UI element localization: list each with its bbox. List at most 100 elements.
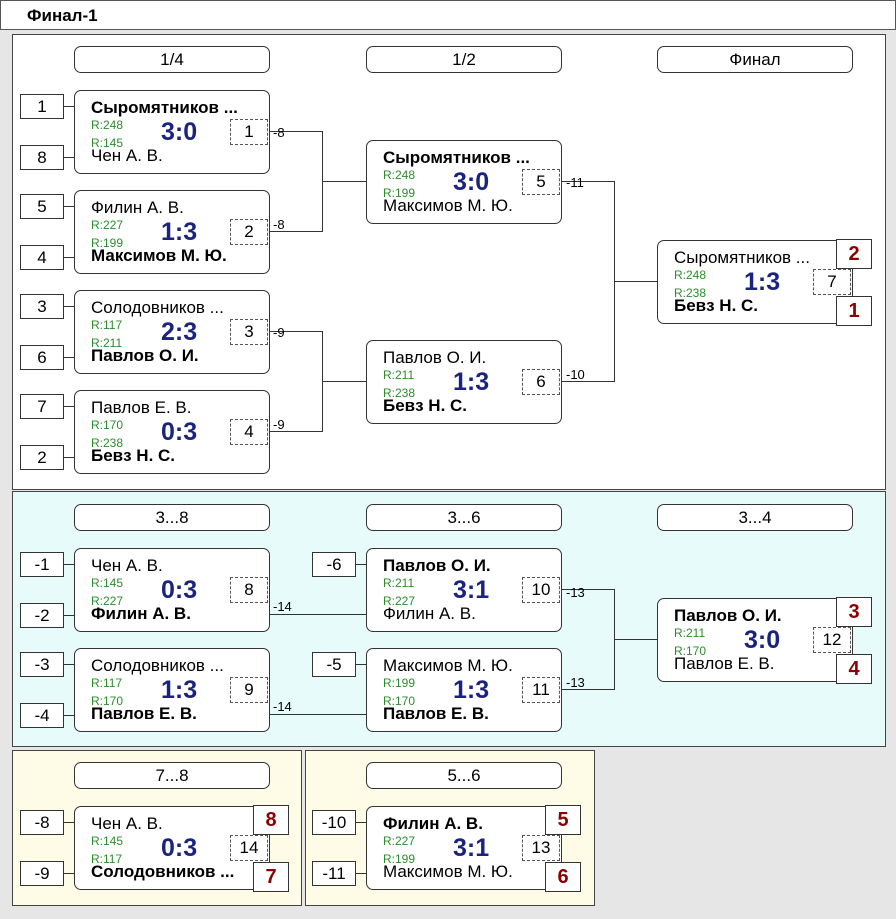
player-1-name: Чен А. В. (91, 814, 163, 833)
connector-line (269, 131, 322, 132)
round-header-3-8: 3...8 (74, 504, 270, 531)
match-score: 0:3 (161, 576, 198, 604)
player-1-name: Павлов О. И. (383, 556, 491, 575)
match-card-final[interactable]: Сыромятников ... R:248 R:238 1:3 Бевз Н.… (657, 240, 853, 324)
match-number: 8 (230, 577, 268, 603)
player-1-name: Солодовников ... (91, 656, 224, 675)
loser-label: -14 (273, 599, 292, 614)
match-number: 7 (813, 269, 851, 295)
player-1-name: Филин А. В. (383, 814, 483, 833)
match-number: 10 (522, 577, 560, 603)
match-score: 0:3 (161, 418, 198, 446)
player-1-name: Павлов О. И. (674, 606, 782, 625)
match-score: 3:0 (161, 118, 198, 146)
match-card[interactable]: Филин А. В. R:227 R:199 1:3 Максимов М. … (74, 190, 270, 274)
player-1-rating: R:117 (91, 676, 123, 690)
match-score: 3:0 (744, 626, 781, 654)
loser-label: -11 (566, 175, 584, 190)
player-1-name: Павлов О. И. (383, 348, 487, 367)
player-1-rating: R:248 (674, 268, 707, 282)
loser-label: -9 (273, 325, 285, 340)
seed-box: -9 (20, 861, 64, 886)
player-1-rating: R:211 (674, 626, 706, 640)
place-badge: 8 (253, 805, 289, 835)
connector-line (356, 564, 366, 565)
loser-label: -9 (273, 417, 285, 432)
match-card[interactable]: Павлов Е. В. R:170 R:238 0:3 Бевз Н. С. … (74, 390, 270, 474)
connector-line (614, 281, 657, 282)
match-card[interactable]: Павлов О. И. R:211 R:238 1:3 Бевз Н. С. … (366, 340, 562, 424)
player-1-name: Чен А. В. (91, 556, 163, 575)
player-2-rating: R:238 (91, 436, 124, 450)
connector-line (561, 181, 614, 182)
seed-box: -2 (20, 603, 64, 628)
player-1-name: Сыромятников ... (674, 248, 810, 267)
player-2-name: Бевз Н. С. (674, 296, 759, 315)
match-number: 4 (230, 419, 268, 445)
place-badge: 2 (836, 239, 872, 269)
loser-label: -10 (566, 367, 585, 382)
seed-box: 7 (20, 394, 64, 419)
match-card[interactable]: Павлов О. И. R:211 R:227 3:1 Филин А. В.… (366, 548, 562, 632)
seed-box: 5 (20, 194, 64, 219)
match-number: 11 (522, 677, 560, 703)
player-1-rating: R:248 (383, 168, 416, 182)
seed-box: -5 (312, 652, 356, 677)
match-card-3rd-place[interactable]: Павлов О. И. R:211 R:170 3:0 Павлов Е. В… (657, 598, 853, 682)
connector-line (561, 689, 614, 690)
connector-line (356, 873, 366, 874)
match-card[interactable]: Максимов М. Ю. R:199 R:170 1:3 Павлов Е.… (366, 648, 562, 732)
place-badge: 7 (253, 862, 289, 892)
connector-line (269, 331, 322, 332)
loser-label: -8 (273, 125, 285, 140)
match-card[interactable]: Солодовников ... R:117 R:211 2:3 Павлов … (74, 290, 270, 374)
title-bar (0, 0, 896, 30)
connector-line (269, 431, 322, 432)
player-1-name: Филин А. В. (91, 198, 184, 217)
seed-box: 3 (20, 294, 64, 319)
player-1-name: Сыромятников ... (383, 148, 530, 167)
connector-line (356, 664, 366, 665)
match-card-7th-place[interactable]: Чен А. В. R:145 R:117 0:3 Солодовников .… (74, 806, 270, 890)
player-2-name: Павлов Е. В. (674, 654, 775, 673)
player-1-name: Максимов М. Ю. (383, 656, 513, 675)
player-2-name: Бевз Н. С. (91, 446, 176, 465)
match-number: 13 (522, 835, 560, 861)
loser-label: -8 (273, 217, 285, 232)
match-score: 1:3 (744, 268, 781, 296)
match-number: 9 (230, 677, 268, 703)
connector-line (561, 589, 614, 590)
match-number: 6 (522, 369, 560, 395)
match-score: 0:3 (161, 834, 198, 862)
match-card[interactable]: Сыромятников ... R:248 R:145 3:0 Чен А. … (74, 90, 270, 174)
round-header-semifinal: 1/2 (366, 46, 562, 73)
connector-line (269, 714, 366, 715)
player-2-name: Чен А. В. (91, 146, 163, 165)
match-score: 2:3 (161, 318, 198, 346)
loser-label: -14 (273, 699, 292, 714)
match-card[interactable]: Чен А. В. R:145 R:227 0:3 Филин А. В. 8 (74, 548, 270, 632)
player-2-rating: R:227 (91, 594, 124, 608)
player-1-rating: R:248 (91, 118, 124, 132)
player-2-name: Павлов Е. В. (91, 704, 197, 723)
match-card-5th-place[interactable]: Филин А. В. R:227 R:199 3:1 Максимов М. … (366, 806, 562, 890)
player-2-rating: R:170 (674, 644, 707, 658)
seed-box: 6 (20, 345, 64, 370)
player-1-name: Павлов Е. В. (91, 398, 192, 417)
player-2-rating: R:238 (383, 386, 416, 400)
round-header-3-6: 3...6 (366, 504, 562, 531)
player-1-rating: R:227 (91, 218, 124, 232)
match-card[interactable]: Солодовников ... R:117 R:170 1:3 Павлов … (74, 648, 270, 732)
match-score: 1:3 (453, 368, 490, 396)
player-2-name: Филин А. В. (91, 604, 191, 623)
player-2-rating: R:117 (91, 852, 123, 866)
player-1-rating: R:117 (91, 318, 123, 332)
player-1-rating: R:199 (383, 676, 416, 690)
match-card[interactable]: Сыромятников ... R:248 R:199 3:0 Максимо… (366, 140, 562, 224)
place-badge: 3 (836, 597, 872, 627)
connector-line (322, 381, 366, 382)
connector-line (64, 822, 74, 823)
player-2-name: Солодовников ... (91, 862, 235, 881)
match-score: 3:1 (453, 834, 490, 862)
player-2-name: Максимов М. Ю. (383, 196, 513, 215)
